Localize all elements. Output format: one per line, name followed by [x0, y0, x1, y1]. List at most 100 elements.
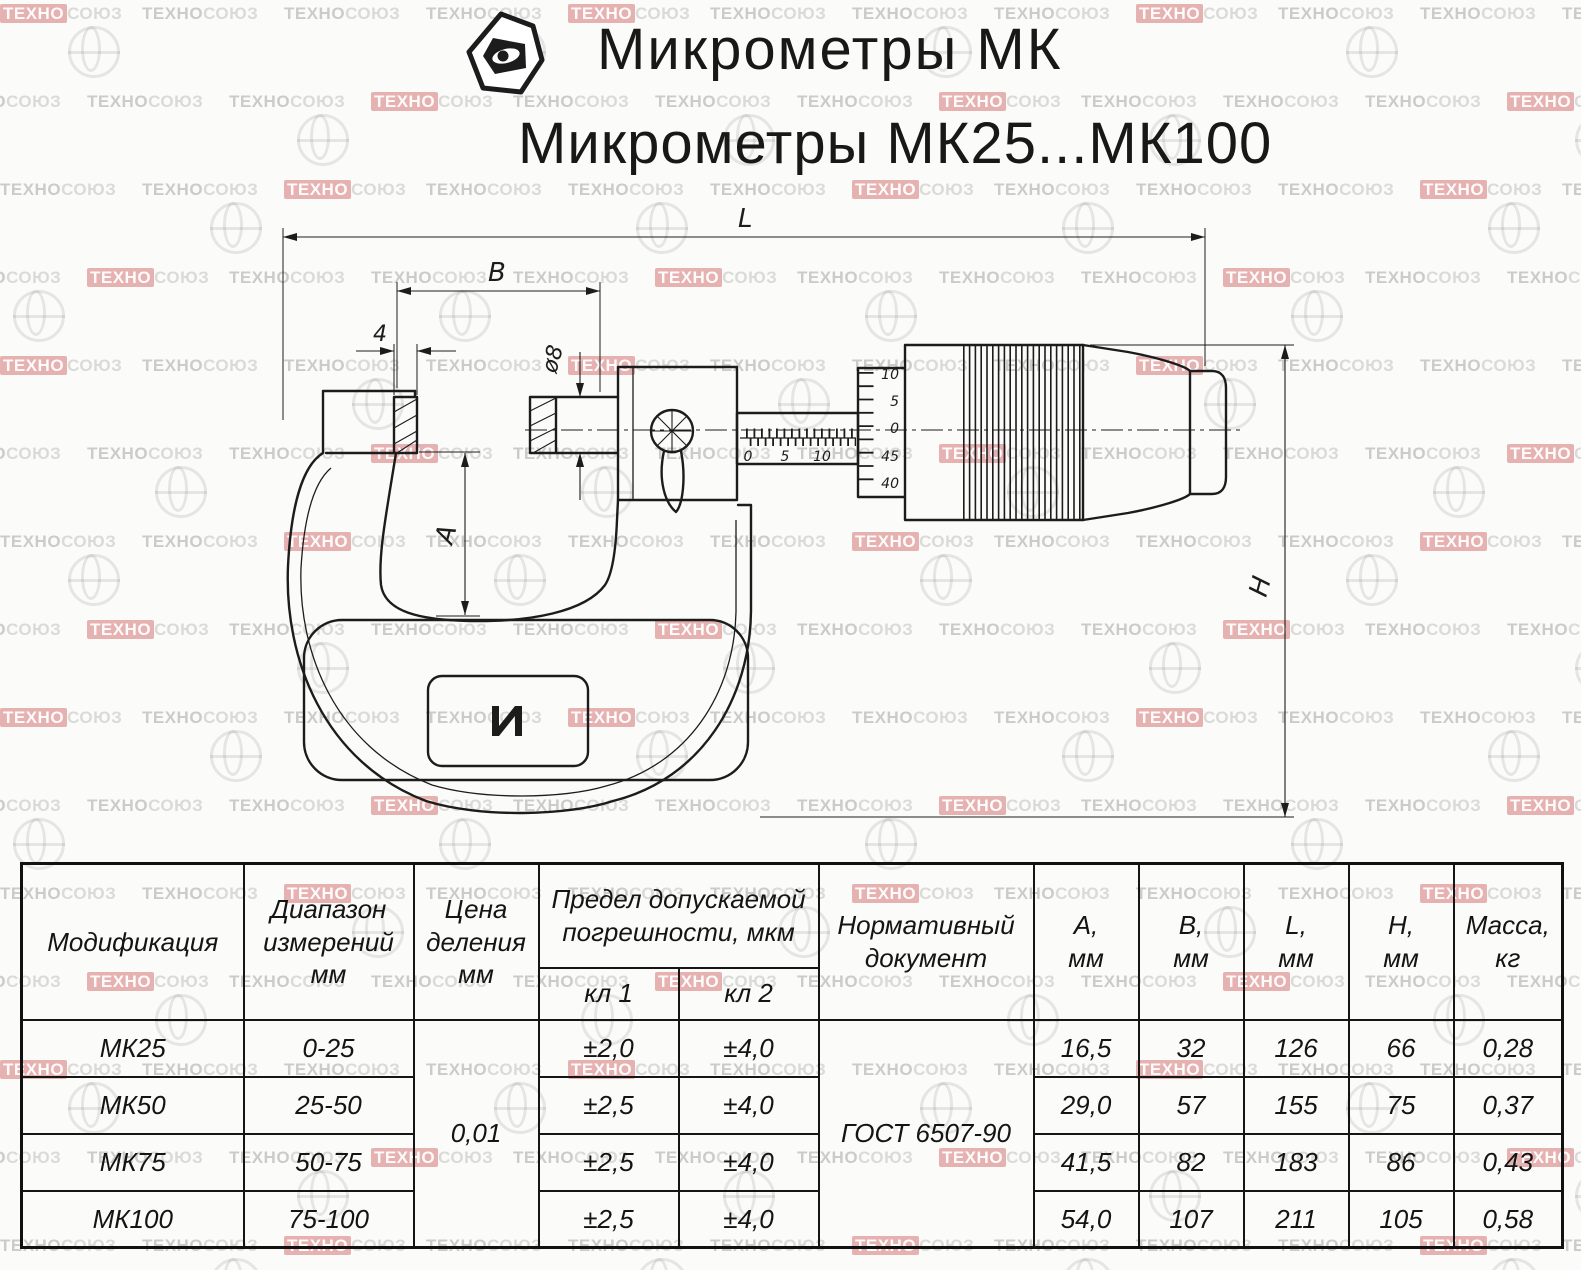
- watermark-text: ТЕХНОСОЮЗ: [0, 620, 62, 639]
- cell-division-value: 0,01: [412, 1018, 540, 1249]
- col-header-a: А, мм: [1032, 862, 1140, 1021]
- globe-icon: [155, 466, 207, 518]
- cell-model: МК100: [20, 1189, 245, 1249]
- col-header-mass: Масса, кг: [1452, 862, 1564, 1021]
- housing: [616, 365, 739, 514]
- watermark-text: ТЕХНОСОЮЗ: [1081, 444, 1198, 463]
- watermark-text: ТЕХНОСОЮЗ: [1420, 708, 1537, 727]
- watermark-text: ТЕХНОСОЮЗ: [710, 356, 827, 375]
- sleeve-num-10: 10: [813, 449, 831, 465]
- watermark-text: ТЕХНОСОЮЗ: [797, 92, 914, 111]
- watermark-text: ТЕХНОСОЮЗ: [1365, 268, 1482, 287]
- col-header-modification: Модификация: [20, 862, 245, 1021]
- cell-document-value: ГОСТ 6507-90: [817, 1018, 1035, 1249]
- cell-kl2: ±4,0: [677, 1189, 820, 1249]
- table-row: МК100 75-100 ±2,5 ±4,0 54,0 107 211 105 …: [20, 1189, 1564, 1249]
- watermark-text: ТЕХНОСОЮЗ: [1136, 180, 1253, 199]
- watermark-text: ТЕХНОСОЮЗ: [229, 92, 346, 111]
- watermark-text: ТЕХНОСОЮЗ: [655, 444, 772, 463]
- cell-kl1: ±2,5: [537, 1075, 680, 1135]
- watermark-text: ТЕХНОСОЮЗ: [1507, 268, 1581, 287]
- watermark-text: ТЕХНОСОЮЗ: [1278, 532, 1395, 551]
- thimble-num-5: 5: [890, 394, 899, 410]
- watermark-text: ТЕХНОСОЮЗ: [0, 92, 62, 111]
- watermark-text: ТЕХНОСОЮЗ: [1420, 4, 1537, 23]
- cell-range: 75-100: [242, 1189, 415, 1249]
- watermark-text: ТЕХНОСОЮЗ: [1562, 1236, 1581, 1255]
- globe-icon: [1062, 1258, 1114, 1270]
- cell-l: 126: [1242, 1018, 1350, 1078]
- cell-a: 54,0: [1032, 1189, 1140, 1249]
- watermark-text: ТЕХНОСОЮЗ: [1223, 796, 1340, 815]
- sleeve-num-5: 5: [781, 449, 790, 465]
- globe-icon: [920, 26, 972, 78]
- watermark-text: ТЕХНОСОЮЗ: [426, 356, 543, 375]
- watermark-text: ТЕХНОСОЮЗ: [0, 796, 62, 815]
- watermark-text: ТЕХНОСОЮЗ: [229, 268, 346, 287]
- cell-kl2: ±4,0: [677, 1075, 820, 1135]
- globe-icon: [1488, 730, 1540, 782]
- globe-icon: [68, 554, 120, 606]
- cell-model: МК25: [20, 1018, 245, 1078]
- watermark-text: ТЕХНОСОЮЗ: [87, 92, 204, 111]
- col-header-b: В, мм: [1137, 862, 1245, 1021]
- watermark-text: ТЕХНОСОЮЗ: [655, 796, 772, 815]
- dim-label-H: Н: [1244, 573, 1278, 600]
- globe-icon: [1149, 114, 1201, 166]
- watermark-text: ТЕХНОСОЮЗ: [568, 532, 685, 551]
- watermark-text: ТЕХНОСОЮЗ: [426, 708, 543, 727]
- watermark-text: ТЕХНОСОЮЗ: [1365, 92, 1482, 111]
- cell-range: 25-50: [242, 1075, 415, 1135]
- col-header-h: Н, мм: [1347, 862, 1455, 1021]
- globe-icon: [210, 730, 262, 782]
- thimble: 10 5 0 45 40: [856, 343, 1228, 522]
- watermark-text: ТЕХНОСОЮЗ: [1507, 620, 1581, 639]
- watermark-text: ТЕХНОСОЮЗ: [0, 532, 117, 551]
- watermark-text: ТЕХНОСОЮЗ: [1365, 444, 1482, 463]
- dimension-L: L: [282, 204, 1206, 420]
- globe-icon: [723, 114, 775, 166]
- ratchet-cap: [1188, 369, 1228, 496]
- col-header-class2: кл 2: [677, 966, 820, 1021]
- watermark-text: ТЕХНОСОЮЗ: [1278, 4, 1395, 23]
- watermark-text: ТЕХНОСОЮЗ: [1278, 356, 1395, 375]
- micrometer-drawing: 0 5 10 10 5 0 45 40 L B: [282, 204, 1294, 818]
- brand-logo-icon: [463, 10, 548, 105]
- watermark-text: ТЕХНОСОЮЗ: [371, 268, 488, 287]
- page-title: Микрометры МК: [597, 17, 1063, 82]
- watermark-text: ТЕХНОСОЮЗ: [852, 356, 969, 375]
- cell-h: 86: [1347, 1132, 1455, 1192]
- watermark-text: ТЕХНОСОЮЗ: [1278, 708, 1395, 727]
- cell-l: 183: [1242, 1132, 1350, 1192]
- watermark-text: ТЕХНОСОЮЗ: [0, 180, 117, 199]
- watermark-text: ТЕХНОСОЮЗ: [1278, 180, 1395, 199]
- table-row: МК50 25-50 ±2,5 ±4,0 29,0 57 155 75 0,37: [20, 1075, 1564, 1135]
- globe-icon: [1149, 642, 1201, 694]
- cell-range: 0-25: [242, 1018, 415, 1078]
- watermark-text: ТЕХНОСОЮЗ: [426, 180, 543, 199]
- globe-icon: [297, 642, 349, 694]
- lock-knob: [649, 408, 695, 454]
- watermark-text: ТЕХНОСОЮЗ: [229, 796, 346, 815]
- watermark-text: ТЕХНОСОЮЗ: [1562, 884, 1581, 903]
- watermark-text: ТЕХНОСОЮЗ: [710, 4, 827, 23]
- globe-icon: [636, 1258, 688, 1270]
- watermark-text: ТЕХНОСОЮЗ: [1365, 620, 1482, 639]
- watermark-text: ТЕХНОСОЮЗ: [1507, 92, 1581, 112]
- cell-h: 105: [1347, 1189, 1455, 1249]
- cell-mass: 0,58: [1452, 1189, 1564, 1249]
- watermark-text: ТЕХНОСОЮЗ: [426, 532, 543, 551]
- globe-icon: [920, 554, 972, 606]
- globe-icon: [1062, 730, 1114, 782]
